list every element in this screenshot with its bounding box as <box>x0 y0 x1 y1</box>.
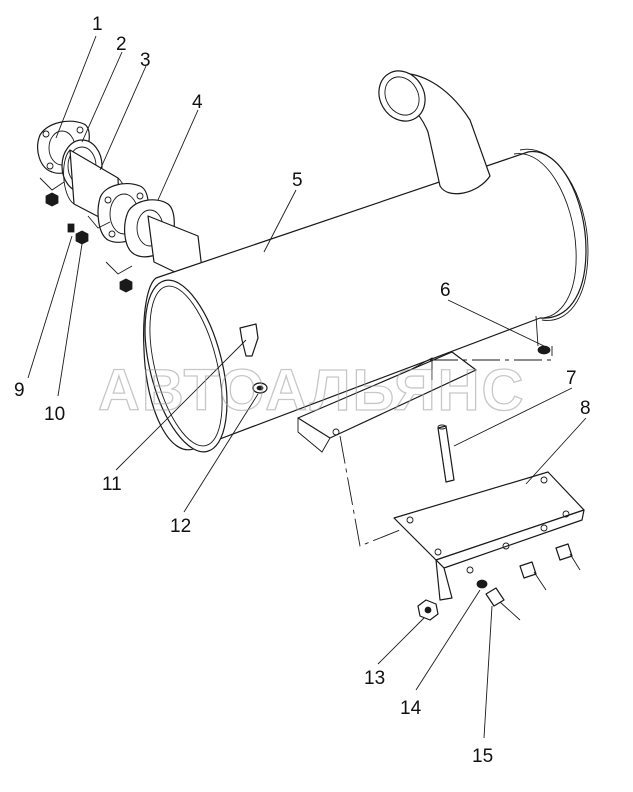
watermark-text: АВТОАЛЬЯНС <box>98 358 525 423</box>
bottom-bolt-icon <box>485 587 505 607</box>
callout-9: 9 <box>14 380 25 401</box>
callout-3: 3 <box>140 50 151 71</box>
callout-5: 5 <box>292 170 303 191</box>
callout-7: 7 <box>566 368 577 389</box>
bolt-and-nut-9-10 <box>67 223 89 245</box>
muffler-mount-bracket <box>297 351 477 439</box>
stud-rod <box>437 425 455 483</box>
muffler-front-cap <box>144 279 228 453</box>
callout-14: 14 <box>400 698 422 719</box>
callout-13: 13 <box>364 668 385 689</box>
small-bolt-icon <box>67 223 75 233</box>
callout-8: 8 <box>580 398 591 419</box>
clamp-nut-icon <box>119 278 133 293</box>
callout-2: 2 <box>116 34 127 55</box>
inlet-nut-icon <box>45 192 59 207</box>
callout-4: 4 <box>192 92 203 113</box>
callout-6: 6 <box>440 280 451 301</box>
rear-washer-icon <box>537 345 551 355</box>
stud-7 <box>437 424 455 483</box>
alignment-line <box>339 346 553 547</box>
callout-10: 10 <box>44 404 65 425</box>
callout-1: 1 <box>92 14 103 35</box>
mounting-plate <box>393 471 585 601</box>
small-nut-icon <box>75 230 89 245</box>
top-bolt-icon <box>239 323 259 357</box>
callout-11: 11 <box>102 474 122 495</box>
callout-12: 12 <box>170 516 191 537</box>
bottom-washer-icon <box>476 579 488 589</box>
muffler-body <box>143 70 589 453</box>
callout-labels: 1 2 3 4 5 6 7 8 9 10 11 12 13 14 15 <box>14 14 591 767</box>
bottom-fasteners <box>417 524 581 621</box>
leader-lines <box>27 35 587 739</box>
callout-15: 15 <box>472 746 493 767</box>
